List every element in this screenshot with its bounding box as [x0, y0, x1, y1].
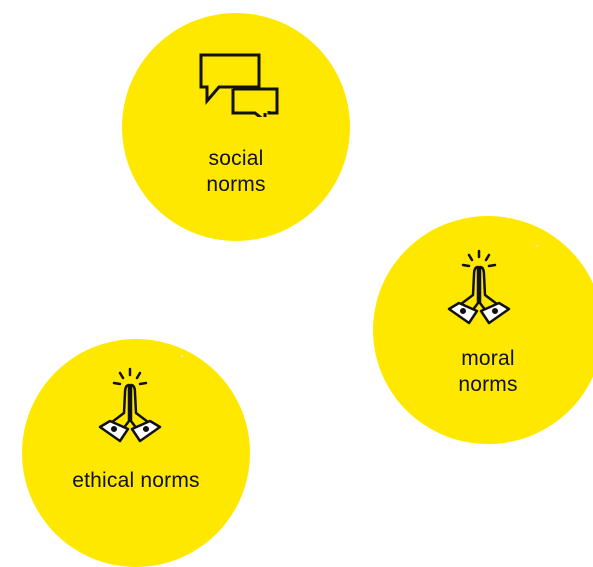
node-ethical-label: ethical norms	[72, 469, 200, 492]
node-social-label: social norms	[206, 147, 266, 196]
node-social-norms: social norms	[122, 13, 350, 241]
praying-hands-icon	[98, 367, 162, 443]
praying-hands-icon	[447, 249, 511, 325]
speech-bubbles-icon	[199, 53, 279, 117]
node-moral-norms: moral norms	[373, 216, 593, 444]
decorative-dot	[536, 245, 538, 247]
decorative-dot	[181, 355, 183, 357]
node-moral-label: moral norms	[458, 347, 518, 396]
node-ethical-norms: ethical norms	[22, 339, 250, 567]
